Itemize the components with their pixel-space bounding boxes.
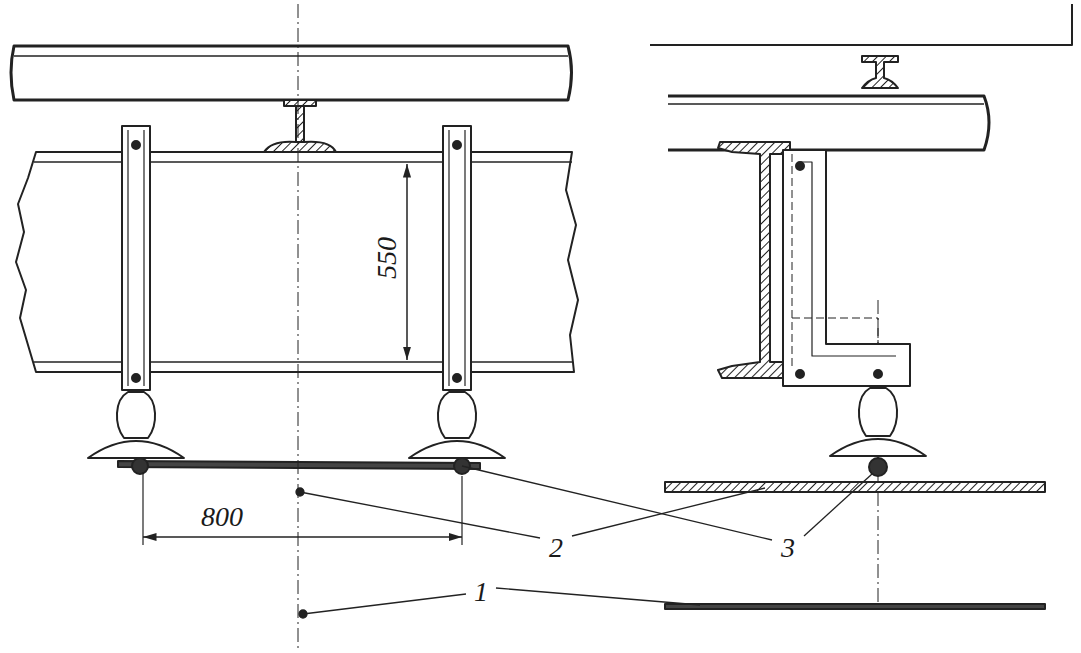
- callout-number: 1: [472, 578, 490, 606]
- i-beam-section: [264, 100, 336, 152]
- leader-line: [296, 466, 872, 618]
- insulator-symbol: [88, 392, 505, 458]
- bus-bar: [118, 458, 480, 474]
- insulator-symbol: [830, 388, 926, 456]
- dimension-text: 800: [199, 503, 245, 531]
- bracket-strip: [122, 126, 471, 390]
- dimension-text: 550: [373, 235, 401, 281]
- callout-number: 3: [779, 534, 797, 562]
- i-beam-section: [862, 56, 898, 88]
- ceiling-beam: [11, 46, 572, 100]
- i-beam-section: [718, 142, 790, 378]
- dimension-line: [143, 164, 462, 545]
- wall-beam: [16, 152, 578, 372]
- base-plate: [665, 604, 1045, 609]
- bus-plate: [665, 482, 1045, 492]
- callout-number: 2: [547, 534, 565, 562]
- bracket: [783, 150, 910, 386]
- crossbeam: [668, 96, 989, 150]
- ceiling-frame: [650, 4, 1072, 45]
- conductor-knob: [869, 458, 887, 476]
